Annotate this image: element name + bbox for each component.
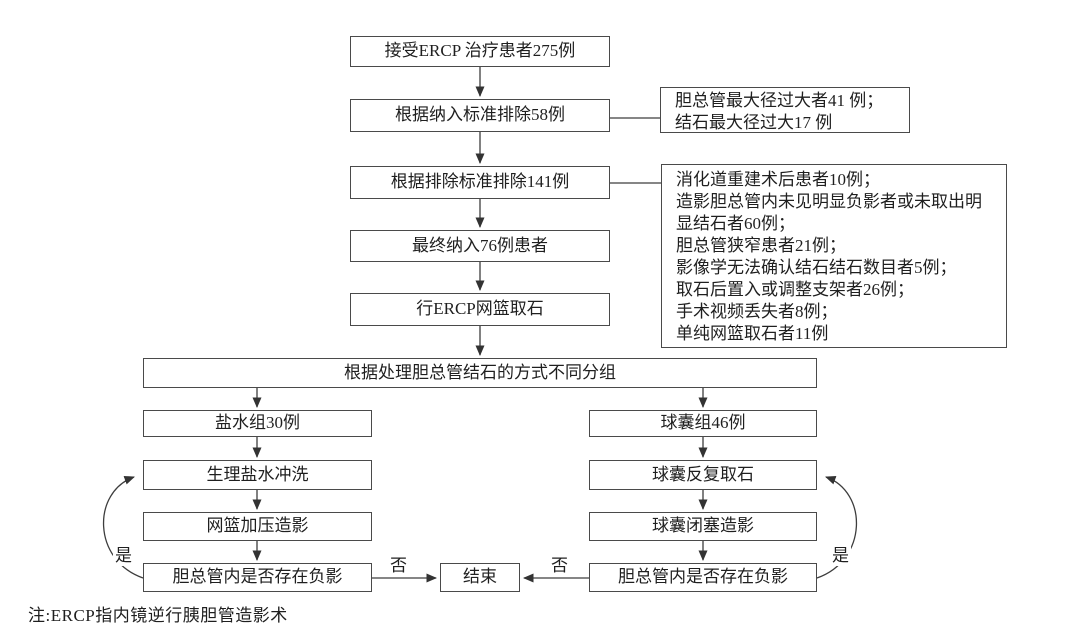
node-grouping: 根据处理胆总管结石的方式不同分组 — [143, 358, 817, 388]
edge-label-yes-right: 是 — [830, 541, 851, 566]
node-saline-group: 盐水组30例 — [143, 410, 372, 437]
node-balloon-retrieve: 球囊反复取石 — [589, 460, 817, 490]
node-end: 结束 — [440, 563, 520, 592]
node-balloon-group: 球囊组46例 — [589, 410, 817, 437]
figure-footnote: 注:ERCP指内镜逆行胰胆管造影术 — [28, 606, 288, 625]
node-exclude-by-inclusion: 根据纳入标准排除58例 — [350, 99, 610, 132]
edge-label-yes-left: 是 — [113, 541, 134, 566]
exclusion-detail-line: 结石最大径过大17 例 — [675, 112, 833, 132]
node-ercp-basket: 行ERCP网篮取石 — [350, 293, 610, 326]
node-saline-rinse: 生理盐水冲洗 — [143, 460, 372, 490]
sidebox-inclusion-exclusion-detail: 胆总管最大径过大者41 例； 结石最大径过大17 例 — [660, 87, 910, 133]
exclusion-detail-line: 胆总管最大径过大者41 例； — [675, 91, 884, 110]
exclusion-detail-line: 消化道重建术后患者10例； — [676, 170, 880, 189]
exclusion-detail-line: 取石后置入或调整支架者26例； — [676, 280, 914, 299]
edge-label-no-left: 否 — [388, 551, 409, 576]
node-final-included: 最终纳入76例患者 — [350, 230, 610, 262]
exclusion-detail-line: 影像学无法确认结石结石数目者5例； — [676, 258, 957, 277]
exclusion-detail-line: 单纯网篮取石者11例 — [676, 324, 829, 343]
node-exclude-by-exclusion: 根据排除标准排除141例 — [350, 166, 610, 199]
node-balloon-occlusion: 球囊闭塞造影 — [589, 512, 817, 541]
node-decision-right: 胆总管内是否存在负影 — [589, 563, 817, 592]
node-decision-left: 胆总管内是否存在负影 — [143, 563, 372, 592]
exclusion-detail-line: 胆总管狭窄患者21例； — [676, 236, 846, 255]
edge-label-no-right: 否 — [549, 551, 570, 576]
exclusion-detail-line: 手术视频丢失者8例； — [676, 302, 838, 321]
sidebox-exclusion-criteria-detail: 消化道重建术后患者10例； 造影胆总管内未见明显负影者或未取出明显结石者60例；… — [661, 164, 1007, 348]
exclusion-detail-line: 造影胆总管内未见明显负影者或未取出明显结石者60例； — [676, 192, 982, 233]
node-basket-contrast: 网篮加压造影 — [143, 512, 372, 541]
node-start: 接受ERCP 治疗患者275例 — [350, 36, 610, 67]
